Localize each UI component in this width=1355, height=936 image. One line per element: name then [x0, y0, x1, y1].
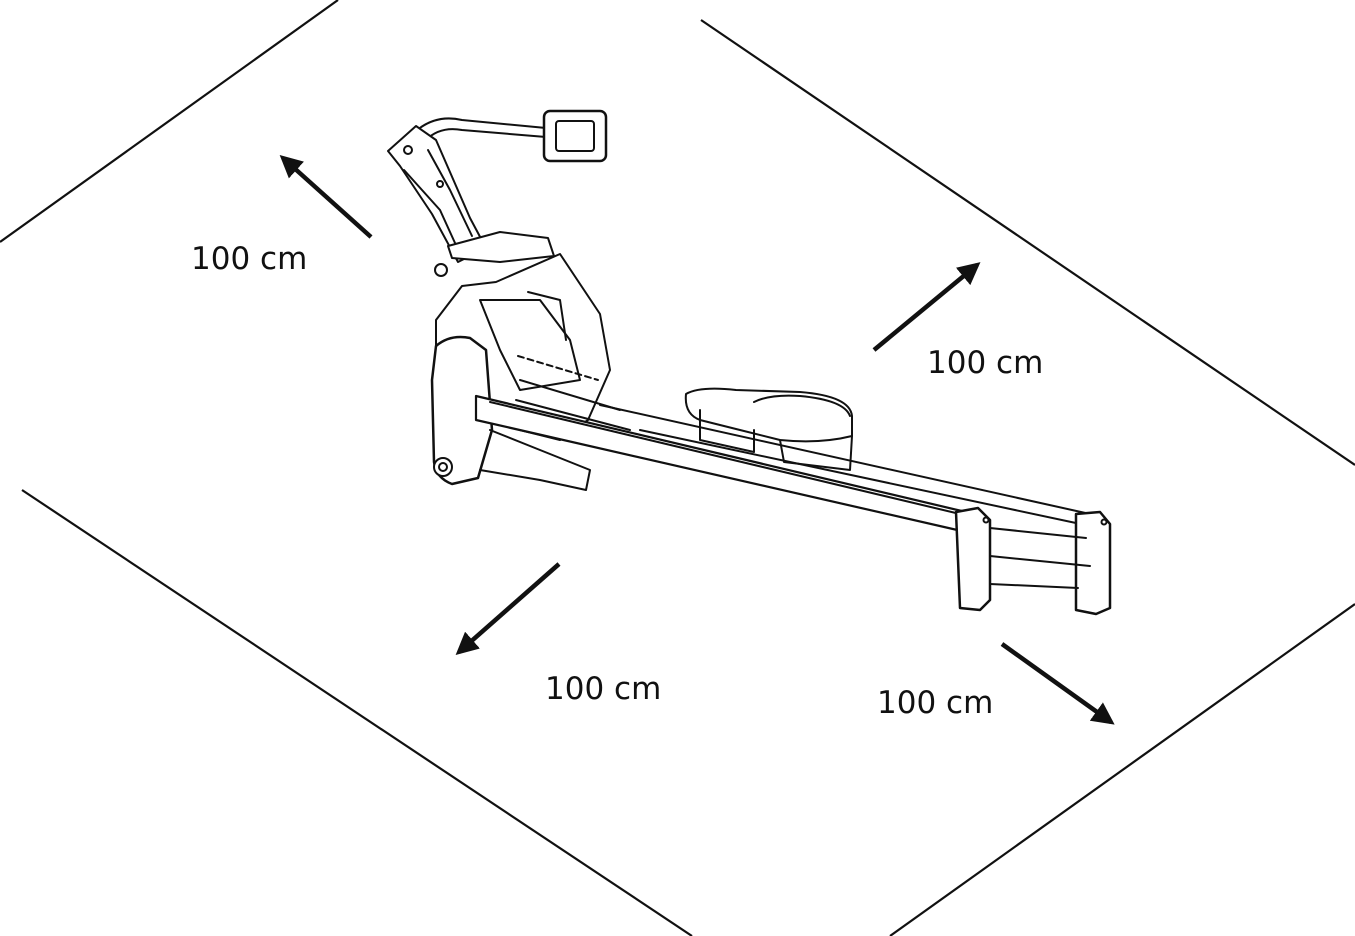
boundary-edge-bottom-left — [21, 489, 693, 936]
clearance-arrows — [279, 154, 1115, 725]
rowing-machine-icon — [387, 109, 1112, 616]
rear-stand-front — [954, 506, 992, 612]
boundary-edge-bottom-right — [889, 603, 1355, 936]
clearance-label-back: 100 cm — [191, 241, 308, 277]
arrow-back-icon — [279, 154, 373, 239]
clearance-label-right-side: 100 cm — [927, 345, 1044, 381]
boundary-edge-top-right — [700, 19, 1355, 466]
arrow-front-icon — [1000, 642, 1115, 725]
pull-handle — [542, 109, 608, 163]
clearance-label-left-side: 100 cm — [545, 671, 662, 707]
rear-stand-back — [1074, 510, 1112, 616]
boundary-edge-top-left — [0, 0, 339, 243]
arrow-right-side-icon — [872, 262, 981, 352]
arrow-left-side-icon — [455, 562, 561, 655]
clearance-label-front: 100 cm — [877, 685, 994, 721]
handle-arm — [415, 117, 547, 141]
